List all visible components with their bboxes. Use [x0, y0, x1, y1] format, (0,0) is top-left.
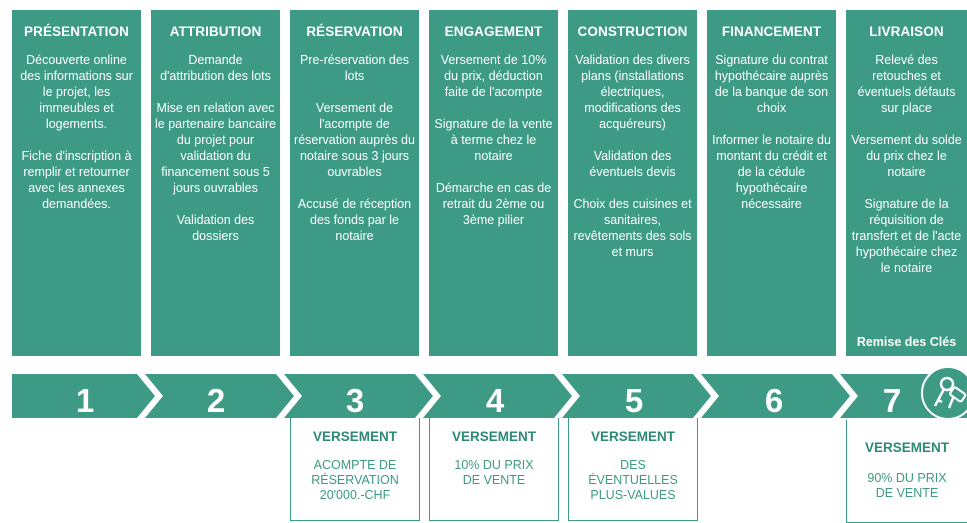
step-text: Démarche en cas de retrait du 2ème ou 3è… — [435, 181, 552, 227]
step-arrow-4 — [423, 374, 572, 418]
step-arrow-5 — [562, 374, 711, 418]
step-card-attribution: ATTRIBUTION Demande d'attribution des lo… — [151, 10, 280, 356]
step-text: Versement du solde du prix chez le notai… — [851, 133, 962, 179]
step-arrow-band — [12, 374, 967, 418]
step-card-reservation: RÉSERVATION Pre-réservation des lots Ver… — [290, 10, 419, 356]
step-text: Signature de la réquisition de transfert… — [851, 197, 962, 275]
step-text: Signature du contrat hypothécaire auprès… — [714, 53, 829, 115]
payment-title: VERSEMENT — [590, 429, 675, 444]
step-title: CONSTRUCTION — [577, 24, 688, 39]
step-text: Demande d'attribution des lots — [160, 53, 271, 83]
step-title: RÉSERVATION — [306, 24, 403, 39]
step-title: FINANCEMENT — [721, 24, 822, 39]
payment-title: VERSEMENT — [864, 440, 949, 455]
step-text: Informer le notaire du montant du crédit… — [712, 133, 831, 211]
step-text: Versement de 10% du prix, déduction fait… — [440, 53, 547, 99]
step-number-1: 1 — [75, 382, 95, 419]
step-card-construction: CONSTRUCTION Validation des divers plans… — [568, 10, 697, 356]
step-text: Signature de la vente à terme chez le no… — [434, 117, 553, 163]
step-card-presentation: PRÉSENTATION Découverte online des infor… — [12, 10, 141, 356]
payment-box-2: VERSEMENT 10% DU PRIX DE VENTE — [429, 418, 559, 521]
step-text: Validation des dossiers — [176, 213, 255, 243]
step-text: Accusé de réception des fonds par le not… — [297, 197, 412, 243]
step-text: Choix des cuisines et sanitaires, revête… — [573, 197, 692, 259]
step-arrow-6 — [701, 374, 850, 418]
payment-box-3: VERSEMENT DES ÉVENTUELLES PLUS-VALUES — [568, 418, 698, 521]
step-number-6: 6 — [764, 382, 784, 419]
step-number-2: 2 — [206, 382, 226, 419]
payment-desc: 10% DU PRIX DE VENTE — [454, 458, 534, 487]
step-card-engagement: ENGAGEMENT Versement de 10% du prix, déd… — [429, 10, 558, 356]
payment-desc: 90% DU PRIX DE VENTE — [867, 471, 947, 500]
step-card-livraison: LIVRAISON Relevé des retouches et éventu… — [846, 10, 967, 356]
payment-desc: DES ÉVENTUELLES PLUS-VALUES — [588, 458, 678, 502]
step-card-financement: FINANCEMENT Signature du contrat hypothé… — [707, 10, 836, 356]
keys-icon — [921, 366, 967, 420]
payment-title: VERSEMENT — [451, 429, 536, 444]
step-arrow-1 — [12, 374, 155, 418]
step-title: ATTRIBUTION — [169, 24, 262, 39]
payment-desc: ACOMPTE DE RÉSERVATION 20'000.-CHF — [311, 458, 399, 502]
step-number-5: 5 — [624, 382, 644, 419]
step-number-3: 3 — [345, 382, 365, 419]
step-text: Découverte online des informations sur l… — [20, 53, 133, 131]
step-text: Validation des divers plans (installatio… — [575, 53, 690, 131]
step-text: Pre-réservation des lots — [299, 53, 410, 83]
payment-box-1: VERSEMENT ACOMPTE DE RÉSERVATION 20'000.… — [290, 418, 420, 521]
step-number-4: 4 — [485, 382, 505, 419]
step-text: Fiche d'inscription à remplir et retourn… — [21, 149, 132, 211]
payment-title: VERSEMENT — [312, 429, 397, 444]
keys-handover-label: Remise des Clés — [856, 335, 957, 349]
step-text: Versement de l'acompte de réservation au… — [294, 101, 415, 179]
step-number-7: 7 — [882, 382, 902, 419]
payment-box-4: VERSEMENT 90% DU PRIX DE VENTE — [846, 420, 967, 523]
step-title: PRÉSENTATION — [24, 24, 129, 39]
step-arrow-2 — [145, 374, 294, 418]
step-text: Validation des éventuels devis — [589, 149, 676, 179]
step-title: LIVRAISON — [869, 24, 944, 39]
step-text: Relevé des retouches et éventuels défaut… — [857, 53, 956, 115]
step-arrow-3 — [284, 374, 433, 418]
step-title: ENGAGEMENT — [444, 24, 543, 39]
step-text: Mise en relation avec le partenaire banc… — [155, 101, 276, 195]
